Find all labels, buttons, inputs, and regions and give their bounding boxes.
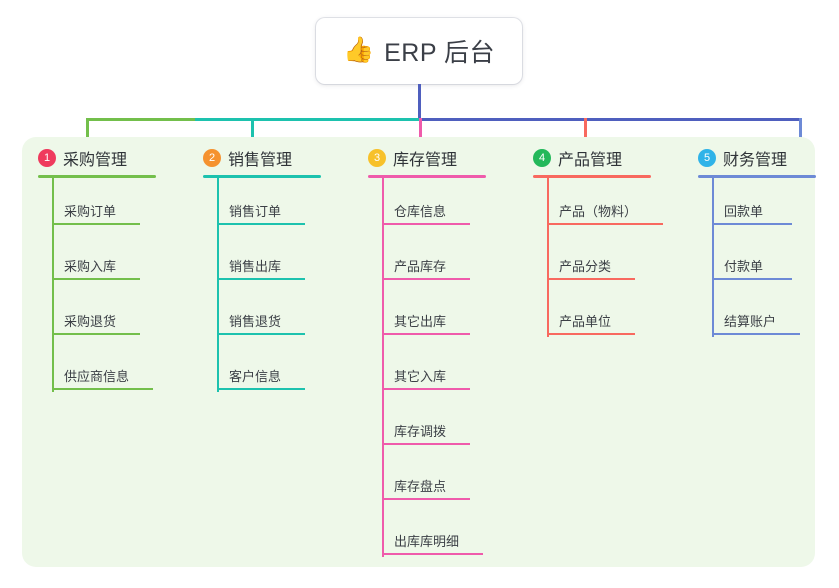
leaf-item-rule — [712, 278, 792, 280]
leaf-item-rule — [712, 223, 792, 225]
leaf-item-rule — [217, 278, 305, 280]
leaf-item-rule — [52, 278, 140, 280]
leaf-item-rule — [712, 333, 800, 335]
leaf-item-rule — [52, 333, 140, 335]
leaf-item-label: 其它入库 — [394, 369, 447, 384]
column-title-3: 库存管理 — [393, 152, 458, 169]
connector-bar-green — [86, 118, 195, 121]
column-rule-2 — [203, 175, 321, 178]
column-rule-4 — [533, 175, 651, 178]
page-title: ERP 后台 — [384, 39, 496, 67]
column-badge-5: 5 — [698, 149, 716, 167]
connector-drop-col-4 — [584, 118, 587, 147]
column-badge-4: 4 — [533, 149, 551, 167]
column-title-5: 财务管理 — [723, 152, 788, 169]
mindmap-panel — [22, 137, 815, 567]
column-4: 4 产品管理 — [533, 146, 651, 178]
leaf-item-label: 其它出库 — [394, 314, 447, 329]
leaf-item-rule — [217, 388, 305, 390]
column-rule-1 — [38, 175, 156, 178]
leaf-item-label: 产品（物料） — [559, 204, 638, 219]
column-spine-5 — [712, 178, 714, 337]
column-1: 1 采购管理 — [38, 146, 156, 178]
leaf-item-label: 产品单位 — [559, 314, 612, 329]
column-header-1[interactable]: 1 采购管理 — [38, 146, 156, 170]
column-spine-1 — [52, 178, 54, 392]
column-spine-4 — [547, 178, 549, 337]
leaf-item-rule — [547, 278, 635, 280]
column-3: 3 库存管理 — [368, 146, 486, 178]
column-title-2: 销售管理 — [228, 152, 293, 169]
column-spine-3 — [382, 178, 384, 557]
leaf-item-rule — [52, 388, 153, 390]
connector-drop-col-5 — [799, 118, 802, 147]
leaf-item-rule — [382, 388, 470, 390]
leaf-item-rule — [382, 333, 470, 335]
leaf-item-label: 出库库明细 — [394, 534, 460, 549]
column-badge-3: 3 — [368, 149, 386, 167]
leaf-item-rule — [547, 333, 635, 335]
leaf-item-label: 结算账户 — [724, 314, 777, 329]
column-5: 5 财务管理 — [698, 146, 816, 178]
leaf-item-rule — [382, 498, 470, 500]
connector-drop-col-2 — [251, 118, 254, 147]
connector-root-stem — [418, 84, 421, 121]
connector-bar-teal — [195, 118, 419, 121]
leaf-item-label: 采购退货 — [64, 314, 117, 329]
connector-bar-blue — [419, 118, 800, 121]
column-title-4: 产品管理 — [558, 152, 623, 169]
leaf-item-label: 产品分类 — [559, 259, 612, 274]
leaf-item-label: 付款单 — [724, 259, 764, 274]
leaf-item-rule — [217, 223, 305, 225]
leaf-item-rule — [547, 223, 663, 225]
leaf-item-label: 客户信息 — [229, 369, 282, 384]
leaf-item-label: 回款单 — [724, 204, 764, 219]
column-header-2[interactable]: 2 销售管理 — [203, 146, 321, 170]
column-header-5[interactable]: 5 财务管理 — [698, 146, 816, 170]
leaf-item-label: 销售订单 — [229, 204, 282, 219]
leaf-item-label: 仓库信息 — [394, 204, 447, 219]
column-2: 2 销售管理 — [203, 146, 321, 178]
column-rule-3 — [368, 175, 486, 178]
leaf-item-rule — [382, 278, 470, 280]
leaf-item-label: 产品库存 — [394, 259, 447, 274]
leaf-item-rule — [52, 223, 140, 225]
leaf-item-label: 销售退货 — [229, 314, 282, 329]
leaf-item-label: 采购入库 — [64, 259, 117, 274]
leaf-item-label: 采购订单 — [64, 204, 117, 219]
leaf-item-rule — [382, 223, 470, 225]
leaf-item-label: 供应商信息 — [64, 369, 130, 384]
column-title-1: 采购管理 — [63, 152, 128, 169]
leaf-item-rule — [382, 443, 470, 445]
leaf-item-rule — [382, 553, 483, 555]
column-spine-2 — [217, 178, 219, 392]
column-header-4[interactable]: 4 产品管理 — [533, 146, 651, 170]
column-badge-2: 2 — [203, 149, 221, 167]
thumbs-up-icon: 👍 — [342, 35, 375, 64]
connector-drop-col-1 — [86, 118, 89, 147]
leaf-item-rule — [217, 333, 305, 335]
root-node-card[interactable]: 👍 ERP 后台 — [316, 18, 522, 84]
leaf-item-label: 库存盘点 — [394, 479, 447, 494]
column-rule-5 — [698, 175, 816, 178]
column-badge-1: 1 — [38, 149, 56, 167]
column-header-3[interactable]: 3 库存管理 — [368, 146, 486, 170]
leaf-item-label: 销售出库 — [229, 259, 282, 274]
leaf-item-label: 库存调拨 — [394, 424, 447, 439]
connector-drop-col-3 — [419, 118, 422, 147]
